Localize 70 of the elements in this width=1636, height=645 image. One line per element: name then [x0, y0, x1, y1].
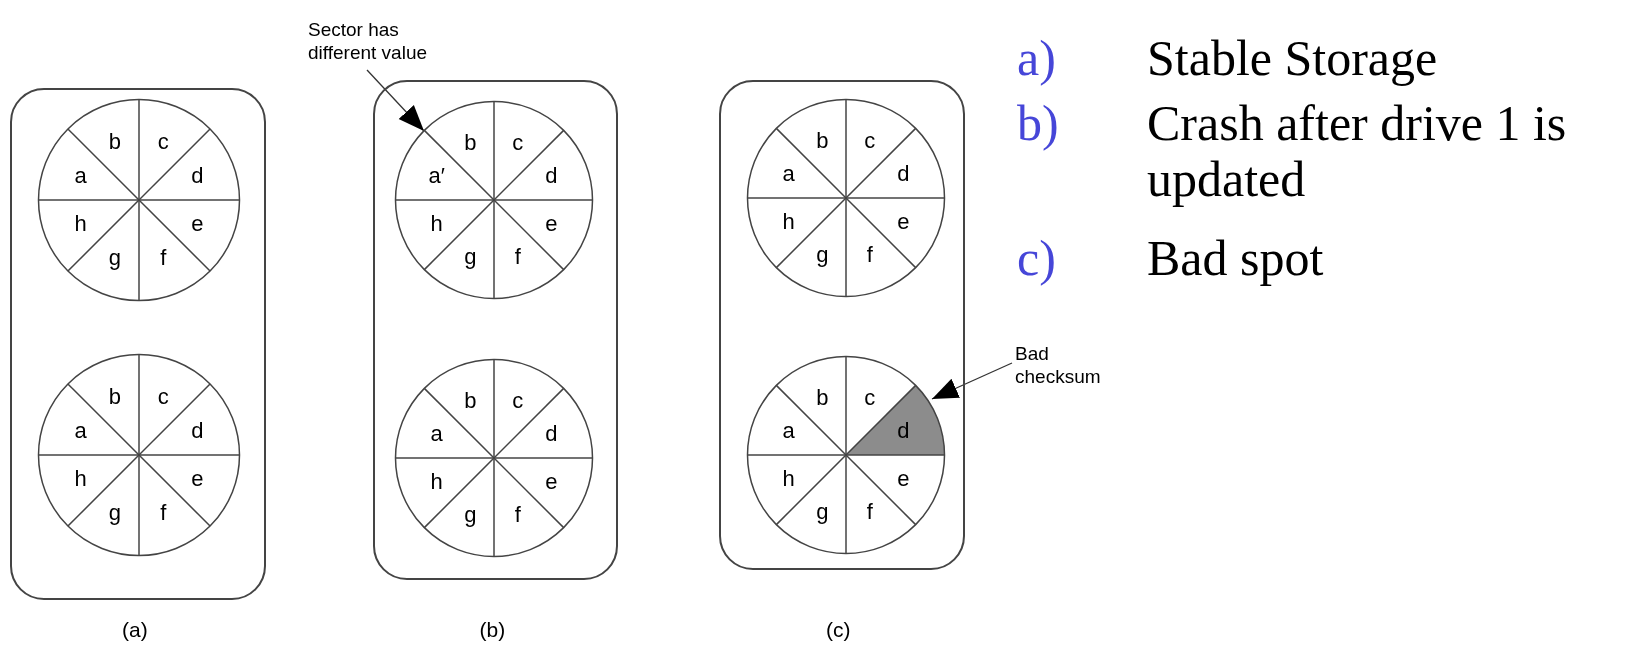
sector-label: h: [782, 467, 795, 490]
sector-label: g: [108, 247, 121, 270]
sector-label: e: [545, 470, 558, 493]
sector-label: e: [897, 467, 910, 490]
sector-label: d: [897, 163, 910, 186]
sector-label: d: [545, 165, 558, 188]
sector-label: d: [191, 164, 204, 187]
list-item-text: Bad spot: [1147, 230, 1325, 286]
list-item-text: Crash after drive 1 is updated: [1147, 95, 1568, 207]
sector-label: h: [74, 213, 87, 236]
callout-text: Bad checksum: [1015, 342, 1125, 388]
figure-caption: (c): [826, 618, 851, 642]
drive-frame: [373, 80, 618, 580]
disk-platter: [37, 98, 241, 302]
disk-platter: [394, 100, 594, 300]
sector-label: a: [782, 420, 795, 443]
figure-caption: (a): [122, 618, 148, 642]
sector-label: c: [864, 386, 876, 409]
sector-label: f: [160, 247, 167, 270]
sector-label: b: [108, 385, 121, 408]
sector-label: b: [464, 131, 477, 154]
sector-label: b: [464, 389, 477, 412]
sector-label: g: [816, 244, 829, 267]
sector-label: c: [512, 131, 524, 154]
sector-label: d: [545, 423, 558, 446]
sector-label: b: [816, 386, 829, 409]
leader-arrow: [366, 69, 425, 132]
sector-label: h: [782, 210, 795, 233]
sector-label: c: [864, 129, 876, 152]
sector-label: b: [108, 130, 121, 153]
sector-label: a: [782, 163, 795, 186]
sector-label: e: [191, 213, 204, 236]
sector-label: d: [191, 419, 204, 442]
sector-label: h: [74, 468, 87, 491]
sector-label: f: [514, 246, 521, 269]
sector-label: f: [866, 244, 873, 267]
sector-label: g: [464, 246, 477, 269]
disk-platter: [746, 355, 946, 555]
sector-label: d: [897, 420, 910, 443]
sector-label: g: [816, 501, 829, 524]
sector-label: c: [157, 385, 169, 408]
sector-label: a: [74, 419, 87, 442]
sector-label: e: [897, 210, 910, 233]
callout-text: Sector has different value: [308, 18, 458, 64]
sector-label: g: [464, 504, 477, 527]
sector-label: a: [74, 164, 87, 187]
disk-platter: [746, 98, 946, 298]
figure-caption: (b): [479, 618, 506, 642]
list-item-text: Stable Storage: [1147, 30, 1439, 86]
sector-label: f: [514, 504, 521, 527]
sector-label: g: [108, 502, 121, 525]
sector-label: f: [866, 501, 873, 524]
sector-label: a′: [428, 165, 445, 188]
disk-platter: [37, 353, 241, 557]
sector-label: h: [430, 470, 443, 493]
drive-frame: [719, 80, 965, 570]
list-marker: c): [1017, 230, 1056, 286]
sector-label: e: [191, 468, 204, 491]
list-marker: a): [1017, 30, 1056, 86]
sector-label: h: [430, 212, 443, 235]
sector-label: a: [430, 423, 443, 446]
sector-label: c: [157, 130, 169, 153]
sector-label: b: [816, 129, 829, 152]
list-marker: b): [1017, 95, 1059, 151]
sector-label: f: [160, 502, 167, 525]
sector-label: c: [512, 389, 524, 412]
disk-platter: [394, 358, 594, 558]
sector-label: e: [545, 212, 558, 235]
drive-frame: [10, 88, 266, 600]
leader-arrow: [931, 362, 1013, 400]
